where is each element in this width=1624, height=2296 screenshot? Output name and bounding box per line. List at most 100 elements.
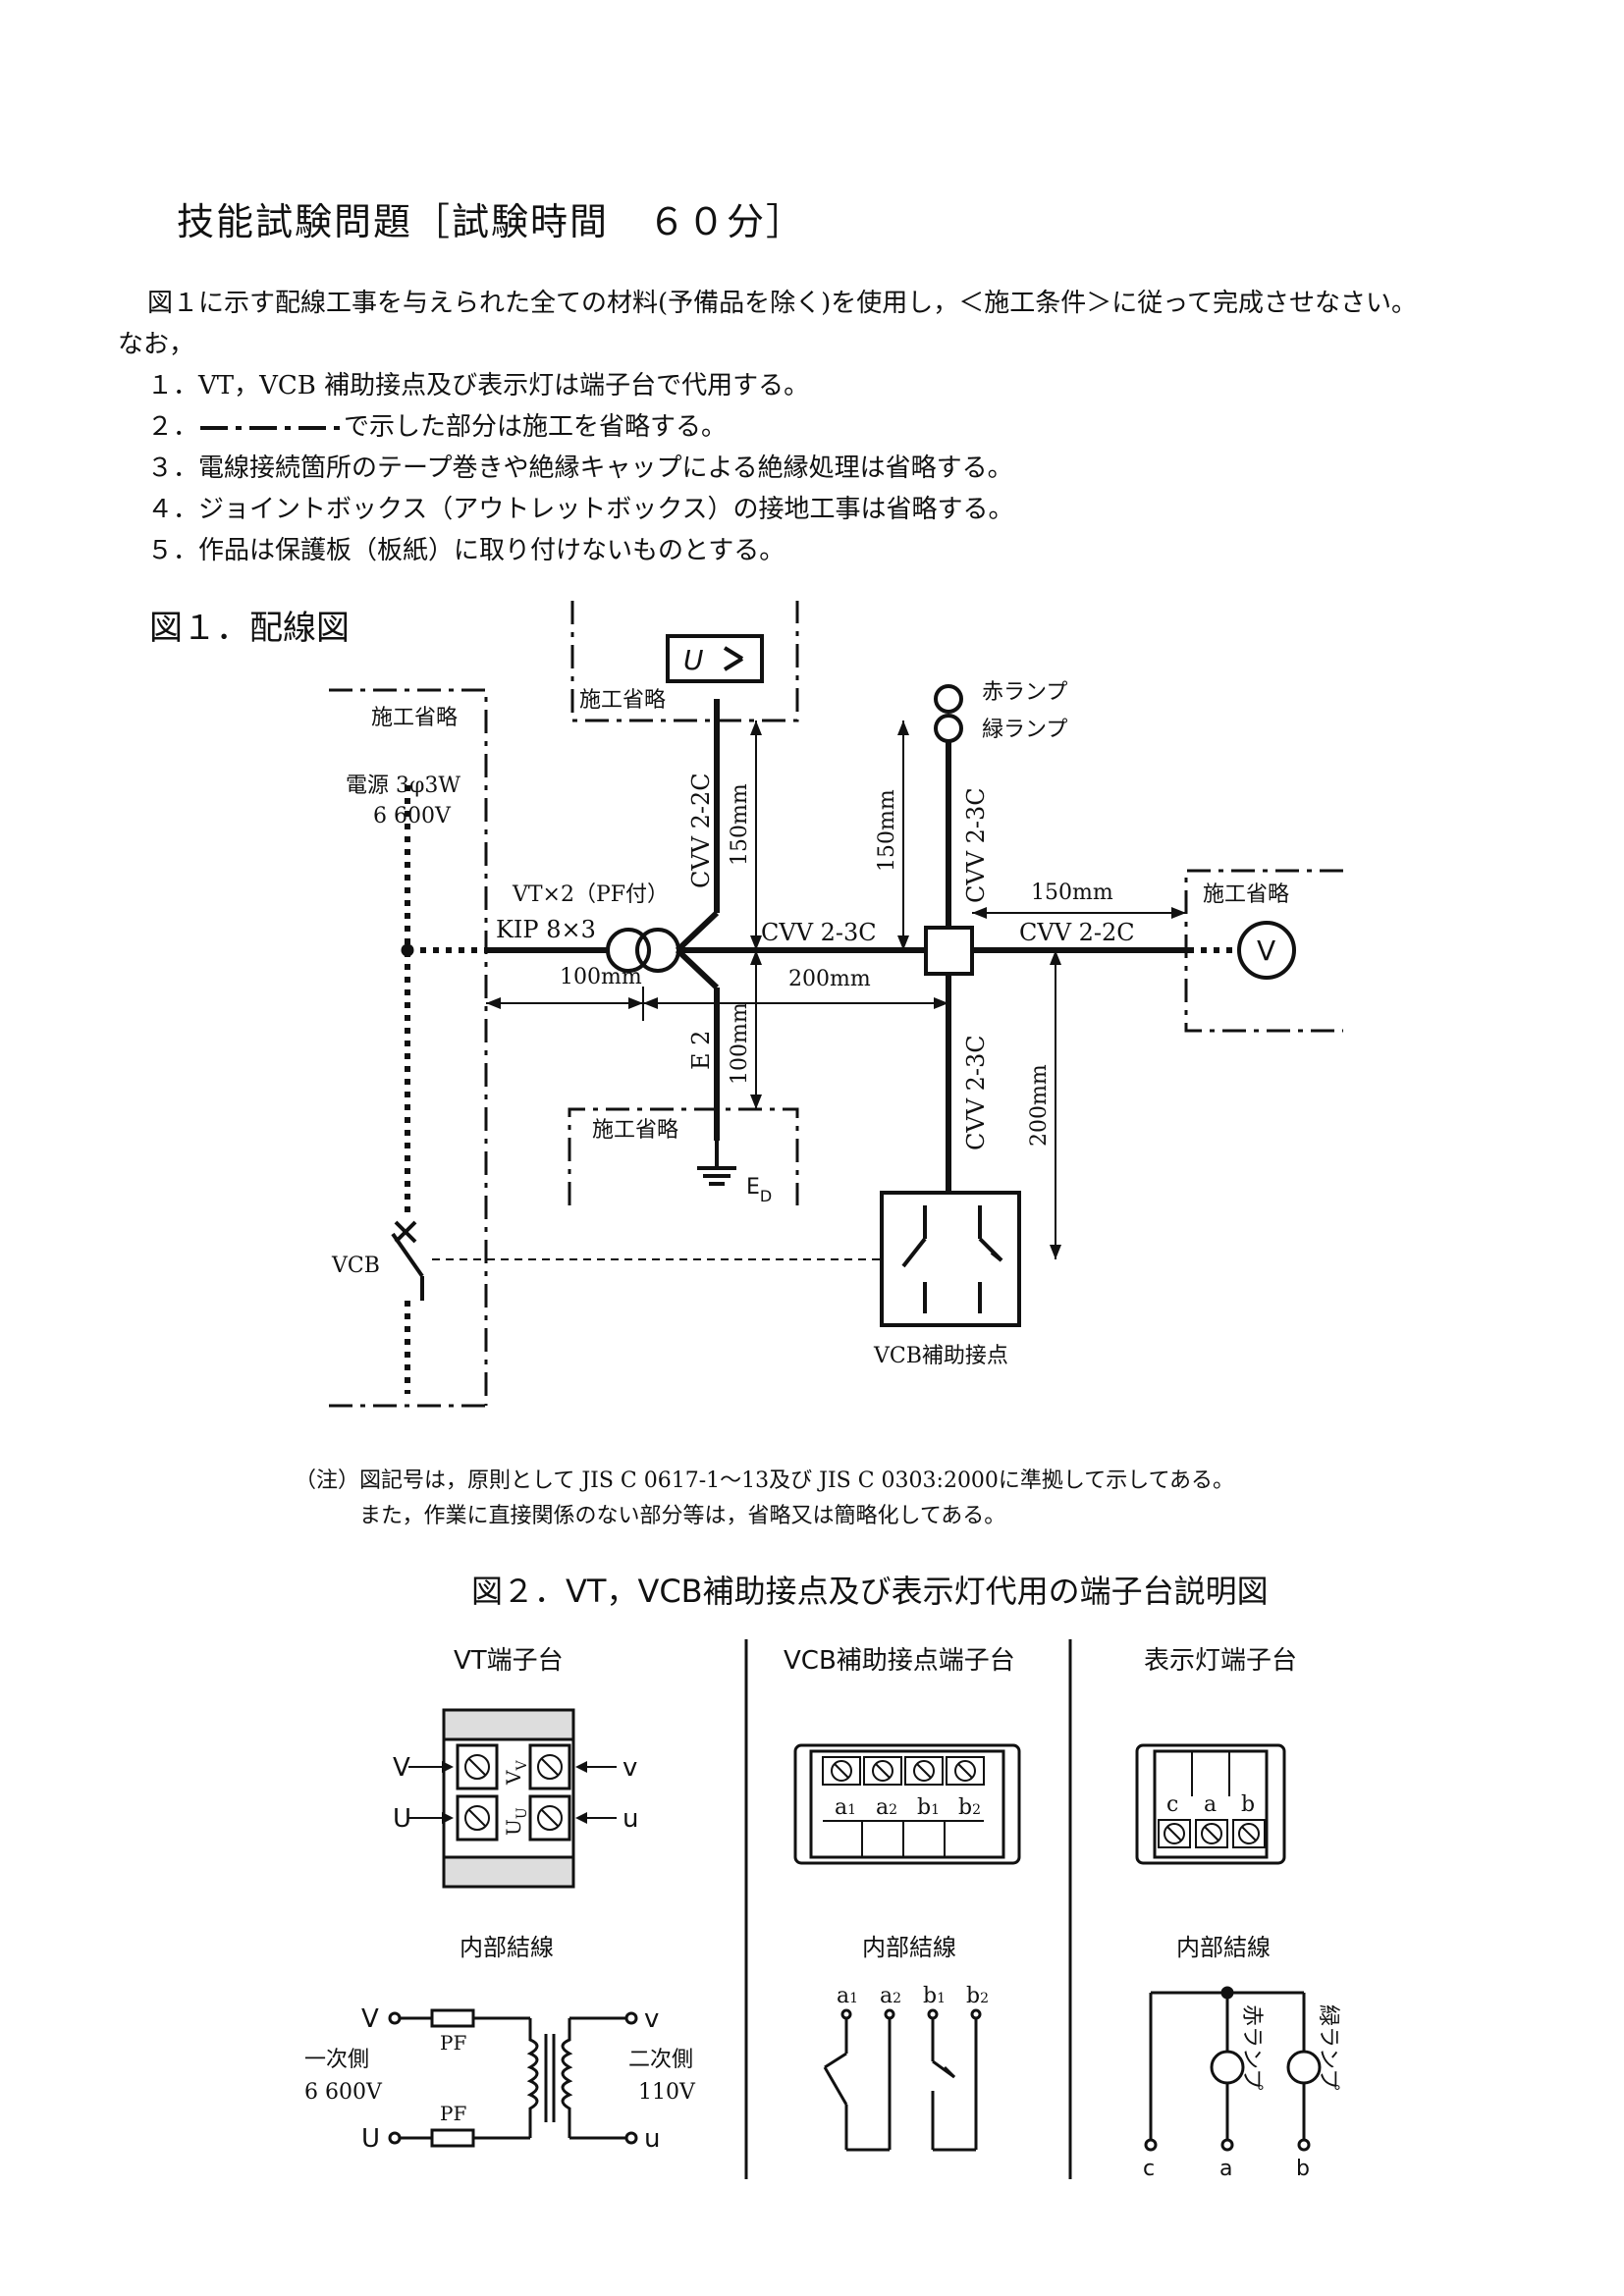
figure-2-title: 図２．VT，VCB補助接点及び表示灯代用の端子台説明図 [471,1573,1269,1610]
condition-5: ５．作品は保護板（板紙）に取り付けないものとする。 [147,536,785,565]
omit-box-power [329,688,488,1408]
vcb-aux-label: VCB補助接点 [873,1344,1008,1368]
dim-150-right: 150mm [1031,881,1113,905]
vt-u-label: u [623,1804,638,1834]
wiring-diagram: 施工省略 施工省略 施工省略 施工省略 電源 3φ3W 6 600V VT×2（… [329,601,1343,1408]
green-lamp-vertical: 緑ランプ [1316,2004,1340,2090]
lamp-int-b: b [1296,2157,1310,2179]
vt-internal-wiring [388,2008,638,2148]
junction-dot [401,943,414,957]
vt-int-u: u [644,2124,660,2154]
lamp-a-label: a [1204,1792,1217,1817]
vt-int-v: v [644,2004,659,2034]
condition-4: ４．ジョイントボックス（アウトレットボックス）の接地工事は省略する。 [147,495,1014,524]
omit-label-earth: 施工省略 [592,1118,678,1143]
cvv22-right-label: CVV 2-2C [1019,919,1135,946]
vcb-internal-wiring [823,2008,982,2152]
vcb-aux-box [880,1191,1021,1327]
vcb-internal-label: 内部結線 [862,1934,956,1961]
vt-Uu-label: UU [502,1807,530,1836]
primary-label: 一次側 [304,2048,369,2072]
omit-box-earth [568,1107,799,1205]
relay-u-label: U [683,644,704,676]
dim-200-right: 200mm [1027,1064,1052,1147]
vcb-terminal-header: VCB補助接点端子台 [784,1646,1015,1676]
primary-voltage: 6 600V [304,2080,383,2105]
vcb-b2-label: b2 [958,1795,981,1820]
vt-U-label: U [393,1804,411,1834]
joint-box [924,926,974,976]
power-spec-1: 電源 3φ3W [346,774,460,798]
red-lamp-symbol [934,684,963,714]
voltmeter-symbol [1237,921,1296,980]
lamp-terminal-block [1135,1743,1286,1865]
vcb-switch [391,1220,424,1301]
vcb-int-a1: a1 [837,1984,858,2008]
vcb-terminal-block [793,1743,1021,1865]
omit-label-power: 施工省略 [371,706,458,730]
omit-label-voltmeter: 施工省略 [1203,882,1289,907]
vt-label: VT×2（PF付） [512,882,669,907]
dim-150-lamp: 150mm [875,789,899,872]
dimension-lines [486,721,1186,1259]
dim-100-down: 100mm [728,1002,752,1085]
lamp-internal-wiring [1144,1986,1322,2152]
note-line-1: （注）図記号は，原則として JIS C 0617-1～13及び JIS C 03… [295,1468,1234,1493]
cvv23-mid-label: CVV 2-3C [761,919,877,946]
vt-v-label: v [623,1753,637,1783]
vcb-a2-label: a2 [876,1795,897,1820]
secondary-label: 二次側 [628,2048,693,2072]
vt-int-V: V [361,2004,379,2034]
pf-bottom-label: PF [440,2102,466,2125]
kip-label: KIP 8×3 [496,916,596,943]
cvv23-down-label: CVV 2-3C [962,1035,990,1150]
page-title: 技能試験問題［試験時間 ６０分］ [177,200,806,243]
condition-2-text: で示した部分は施工を省略する。 [344,412,728,442]
lamp-int-a: a [1219,2157,1232,2179]
vt-symbol [606,928,680,973]
lamp-int-c: c [1143,2157,1155,2179]
lamp-internal-label: 内部結線 [1176,1934,1271,1961]
vt-int-U: U [361,2124,380,2154]
lamp-c-label: c [1166,1792,1178,1817]
vcb-int-b1: b1 [923,1984,946,2008]
omit-label-top: 施工省略 [579,688,666,713]
intro-text: 図１に示す配線工事を与えられた全ての材料(予備品を除く)を使用し，＜施工条件＞に… [147,289,1417,318]
dim-150-top: 150mm [728,783,752,866]
vcb-b1-label: b1 [917,1795,940,1820]
cvv23-up-label: CVV 2-3C [962,787,990,903]
vt-terminal-block [408,1708,617,1889]
dim-100-left: 100mm [560,965,642,989]
red-lamp-vertical: 赤ランプ [1239,2004,1264,2090]
wires [486,699,1188,1193]
dash-dot-line-icon [200,426,343,430]
lamp-terminal-header: 表示灯端子台 [1144,1646,1297,1676]
power-spec-2: 6 600V [373,804,452,828]
vcb-a1-label: a1 [835,1795,856,1820]
vcb-label: VCB [331,1254,380,1278]
condition-2: ２． で示した部分は施工を省略する。 [147,406,727,443]
dimension-arrows [486,721,1186,1259]
vcb-int-a2: a2 [880,1984,901,2008]
terminal-block-diagram: VT端子台 VCB補助接点端子台 表示灯端子台 内部結線 内部結線 内部結線 [304,1639,1340,2179]
red-lamp-label: 赤ランプ [982,680,1067,705]
vt-terminal-header: VT端子台 [454,1646,564,1676]
figure-1-title: 図１．配線図 [149,609,350,648]
intro-nao: なお， [118,330,195,359]
cvv22-top-label: CVV 2-2C [687,773,715,888]
note-line-2: また，作業に直接関係のない部分等は，省略又は簡略化してある。 [295,1504,1006,1528]
condition-3: ３．電線接続箇所のテープ巻きや絶縁キャップによる絶縁処理は省略する。 [147,454,1013,483]
condition-1: １．VT，VCB 補助接点及び表示灯は端子台で代用する。 [147,371,810,400]
vt-V-label: V [393,1753,410,1783]
earth-symbol [697,1141,736,1186]
green-lamp-symbol [934,714,963,743]
condition-2-number: ２． [147,412,199,442]
power-line-omitted [405,785,1239,1394]
vcb-int-b2: b2 [966,1984,989,2008]
omit-box-top [570,601,799,722]
vt-Vv-label: VV [502,1760,530,1786]
secondary-voltage: 110V [638,2080,696,2105]
relay-box [666,634,764,683]
voltmeter-v-label: V [1257,934,1275,967]
earth-ed-label: ED [746,1175,772,1205]
